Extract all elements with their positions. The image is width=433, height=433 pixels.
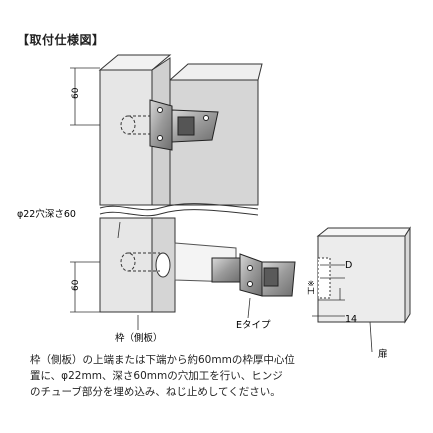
description-line: のチューブ部分を埋め込み、ねじ止めしてください。 — [30, 386, 281, 398]
e-type-hinge — [174, 242, 296, 297]
door-label: 扉 — [378, 348, 388, 360]
description-line: 置に、φ22mm、深さ60mmの穴加工を行い、ヒンジ — [30, 370, 283, 382]
description-line: 枠（側板）の上端または下端から約60mmの枠厚中心位 — [30, 354, 295, 366]
break-line — [99, 203, 259, 211]
dimension-lines — [70, 67, 373, 353]
dim-work-label: ※工 — [306, 280, 315, 295]
door-section — [316, 226, 411, 324]
dim-bottom-60: 60 — [71, 279, 81, 291]
upper-hinge — [149, 99, 219, 151]
hole-spec-label: φ22穴深さ60 — [17, 208, 76, 220]
frame-label: 枠（側板） — [115, 332, 163, 344]
e-type-label: Eタイプ — [236, 320, 271, 331]
diagram-title: 【取付仕様図】 — [17, 33, 105, 47]
installation-description: 枠（側板）の上端または下端から約60mmの枠厚中心位 置に、φ22mm、深さ60… — [30, 352, 340, 400]
lower-frame-block — [99, 217, 176, 313]
dim-d-label: D — [345, 260, 352, 271]
dim-top-60: 60 — [71, 87, 81, 99]
dim-14-label: 14 — [345, 314, 357, 325]
